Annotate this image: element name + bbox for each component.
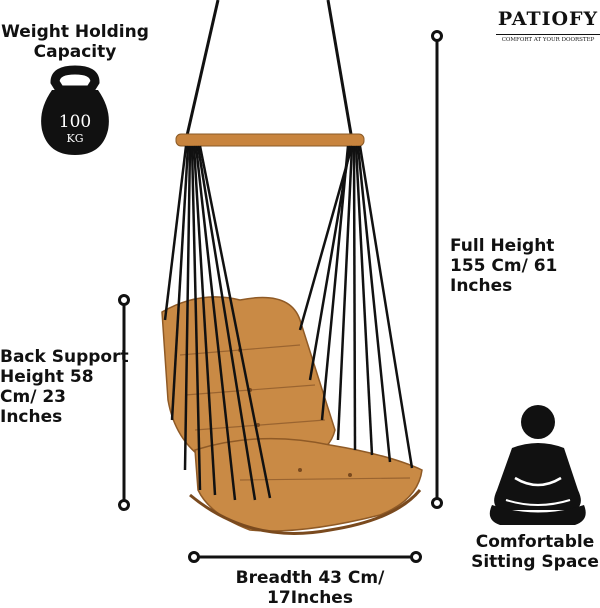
back-support-dimension-line — [118, 294, 130, 511]
chair-cushion — [161, 296, 423, 535]
brand-logo: PATIOFY COMFORT AT YOUR DOORSTEP — [496, 8, 600, 43]
weight-value: 100 — [59, 112, 91, 132]
kettlebell-icon: 100 KG — [41, 65, 109, 155]
full-height-dimension-line — [431, 30, 443, 509]
hanging-ropes-left — [163, 145, 272, 501]
brand-tagline: COMFORT AT YOUR DOORSTEP — [496, 34, 600, 43]
hanging-ropes-right — [298, 145, 414, 469]
breadth-dimension-line — [188, 551, 422, 563]
back-support-label: Back Support Height 58 Cm/ 23 Inches — [0, 347, 129, 427]
weight-capacity-title: Weight Holding Capacity — [1, 22, 149, 62]
meditation-person-icon — [489, 405, 586, 525]
weight-unit: KG — [66, 132, 83, 145]
spreader-bar — [175, 133, 365, 147]
comfort-label: Comfortable Sitting Space — [471, 532, 599, 572]
full-height-label: Full Height 155 Cm/ 61 Inches — [450, 236, 558, 296]
top-rope-right — [326, 0, 354, 141]
breadth-label: Breadth 43 Cm/ 17Inches — [235, 568, 385, 608]
top-rope-left — [184, 0, 220, 141]
brand-name: PATIOFY — [497, 8, 599, 30]
